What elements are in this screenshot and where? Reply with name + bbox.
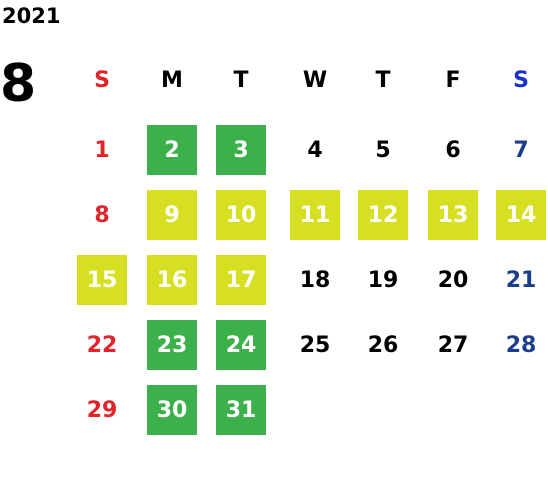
- calendar-day[interactable]: 24: [216, 320, 266, 370]
- month-number: 8: [0, 54, 37, 114]
- calendar-day[interactable]: 17: [216, 255, 266, 305]
- weekday-header-tue: T: [233, 67, 249, 93]
- calendar-day[interactable]: 16: [147, 255, 197, 305]
- calendar-day[interactable]: 3: [216, 125, 266, 175]
- calendar-day[interactable]: 27: [437, 332, 469, 358]
- calendar-day[interactable]: 18: [299, 267, 331, 293]
- calendar-day[interactable]: 6: [445, 137, 461, 163]
- weekday-header-fri: F: [445, 67, 461, 93]
- weekday-header-mon: M: [161, 67, 183, 93]
- calendar-day[interactable]: 9: [147, 190, 197, 240]
- calendar-day[interactable]: 10: [216, 190, 266, 240]
- calendar-day[interactable]: 12: [358, 190, 408, 240]
- calendar-day[interactable]: 14: [496, 190, 546, 240]
- weekday-header-thu: T: [375, 67, 391, 93]
- calendar-day[interactable]: 25: [299, 332, 331, 358]
- weekday-header-sun: S: [94, 67, 110, 93]
- calendar-day[interactable]: 13: [428, 190, 478, 240]
- calendar-day[interactable]: 8: [94, 202, 110, 228]
- calendar-day[interactable]: 1: [94, 137, 110, 163]
- calendar-day[interactable]: 21: [505, 267, 537, 293]
- calendar-day[interactable]: 22: [86, 332, 118, 358]
- calendar-day[interactable]: 11: [290, 190, 340, 240]
- calendar-day[interactable]: 26: [367, 332, 399, 358]
- year-label: 2021: [2, 4, 61, 28]
- calendar-day[interactable]: 29: [86, 397, 118, 423]
- weekday-header-sat: S: [513, 67, 529, 93]
- calendar-day[interactable]: 5: [375, 137, 391, 163]
- calendar-day[interactable]: 31: [216, 385, 266, 435]
- calendar-day[interactable]: 4: [307, 137, 323, 163]
- calendar-day[interactable]: 28: [505, 332, 537, 358]
- calendar-day[interactable]: 30: [147, 385, 197, 435]
- calendar-day[interactable]: 19: [367, 267, 399, 293]
- calendar-day[interactable]: 15: [77, 255, 127, 305]
- calendar-day[interactable]: 7: [513, 137, 529, 163]
- weekday-header-wed: W: [302, 67, 328, 93]
- calendar-day[interactable]: 23: [147, 320, 197, 370]
- calendar-day[interactable]: 2: [147, 125, 197, 175]
- calendar-day[interactable]: 20: [437, 267, 469, 293]
